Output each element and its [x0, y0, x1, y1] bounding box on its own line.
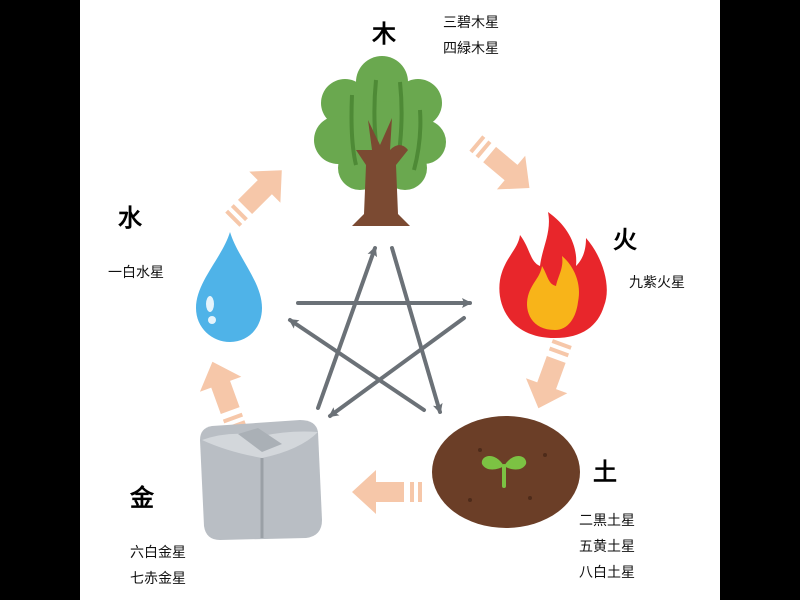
wood-stars: 三碧木星 四緑木星	[443, 10, 499, 62]
arrow-earth-to-metal	[352, 470, 422, 514]
wood-star-1: 三碧木星	[443, 15, 499, 31]
fire-star-1: 九紫火星	[629, 275, 685, 291]
metal-block-icon	[200, 420, 322, 540]
water-label: 水	[118, 204, 142, 232]
arrow-wood-to-earth	[390, 246, 443, 414]
metal-label: 金	[130, 484, 154, 512]
earth-star-2: 五黄土星	[579, 539, 635, 555]
water-star-1: 一白水星	[108, 265, 164, 281]
arrow-metal-to-wood	[316, 246, 378, 410]
earth-star-1: 二黒土星	[579, 513, 635, 529]
tree-icon	[314, 56, 446, 226]
fire-stars: 九紫火星	[629, 270, 685, 296]
fire-label: 火	[613, 226, 637, 254]
arrow-fire-to-metal	[328, 316, 466, 418]
metal-star-2: 七赤金星	[130, 571, 186, 587]
earth-label: 土	[593, 458, 617, 486]
earth-star-3: 八白土星	[579, 565, 635, 581]
arrow-earth-to-water	[288, 318, 426, 412]
soil-sprout-icon	[432, 416, 580, 528]
wood-star-2: 四緑木星	[443, 41, 499, 57]
metal-stars: 六白金星 七赤金星	[130, 540, 186, 592]
wood-label: 木	[372, 20, 396, 48]
arrow-fire-to-earth	[525, 339, 572, 409]
water-stars: 一白水星	[108, 260, 164, 286]
arrow-water-to-wood	[225, 170, 282, 227]
water-drop-icon	[196, 232, 262, 342]
metal-star-1: 六白金星	[130, 545, 186, 561]
earth-stars: 二黒土星 五黄土星 八白土星	[579, 508, 635, 586]
flame-icon	[499, 212, 607, 338]
arrow-wood-to-fire	[469, 135, 530, 190]
arrow-metal-to-water	[199, 361, 246, 431]
controlling-arrows	[288, 246, 472, 418]
